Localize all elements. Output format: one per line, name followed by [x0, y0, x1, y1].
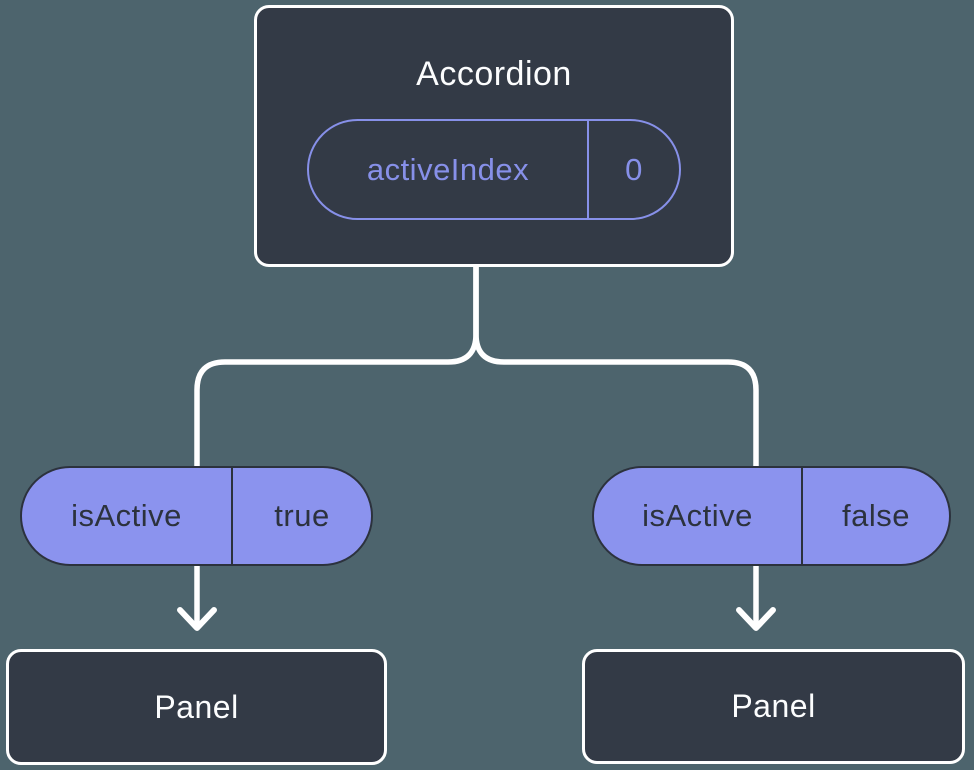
prop-pill-left: isActive true — [20, 466, 373, 566]
accordion-node-title: Accordion — [416, 55, 572, 93]
prop-pill-left-name: isActive — [22, 468, 233, 564]
state-pill-name: activeIndex — [309, 121, 589, 218]
prop-pill-right-value: false — [842, 498, 910, 533]
prop-pill-left-value: true — [274, 498, 330, 533]
prop-pill-right-name: isActive — [594, 468, 803, 564]
state-pill-value: 0 — [625, 151, 643, 187]
accordion-node: Accordion activeIndex 0 — [254, 5, 734, 267]
arrow-down-icon — [177, 607, 217, 631]
branch-line-left — [194, 259, 479, 473]
state-pill: activeIndex 0 — [307, 119, 681, 220]
panel-node-left: Panel — [6, 649, 387, 765]
branch-line-right — [473, 259, 759, 473]
prop-pill-right: isActive false — [592, 466, 951, 566]
arrow-down-icon — [736, 607, 776, 631]
panel-node-right: Panel — [582, 649, 965, 764]
